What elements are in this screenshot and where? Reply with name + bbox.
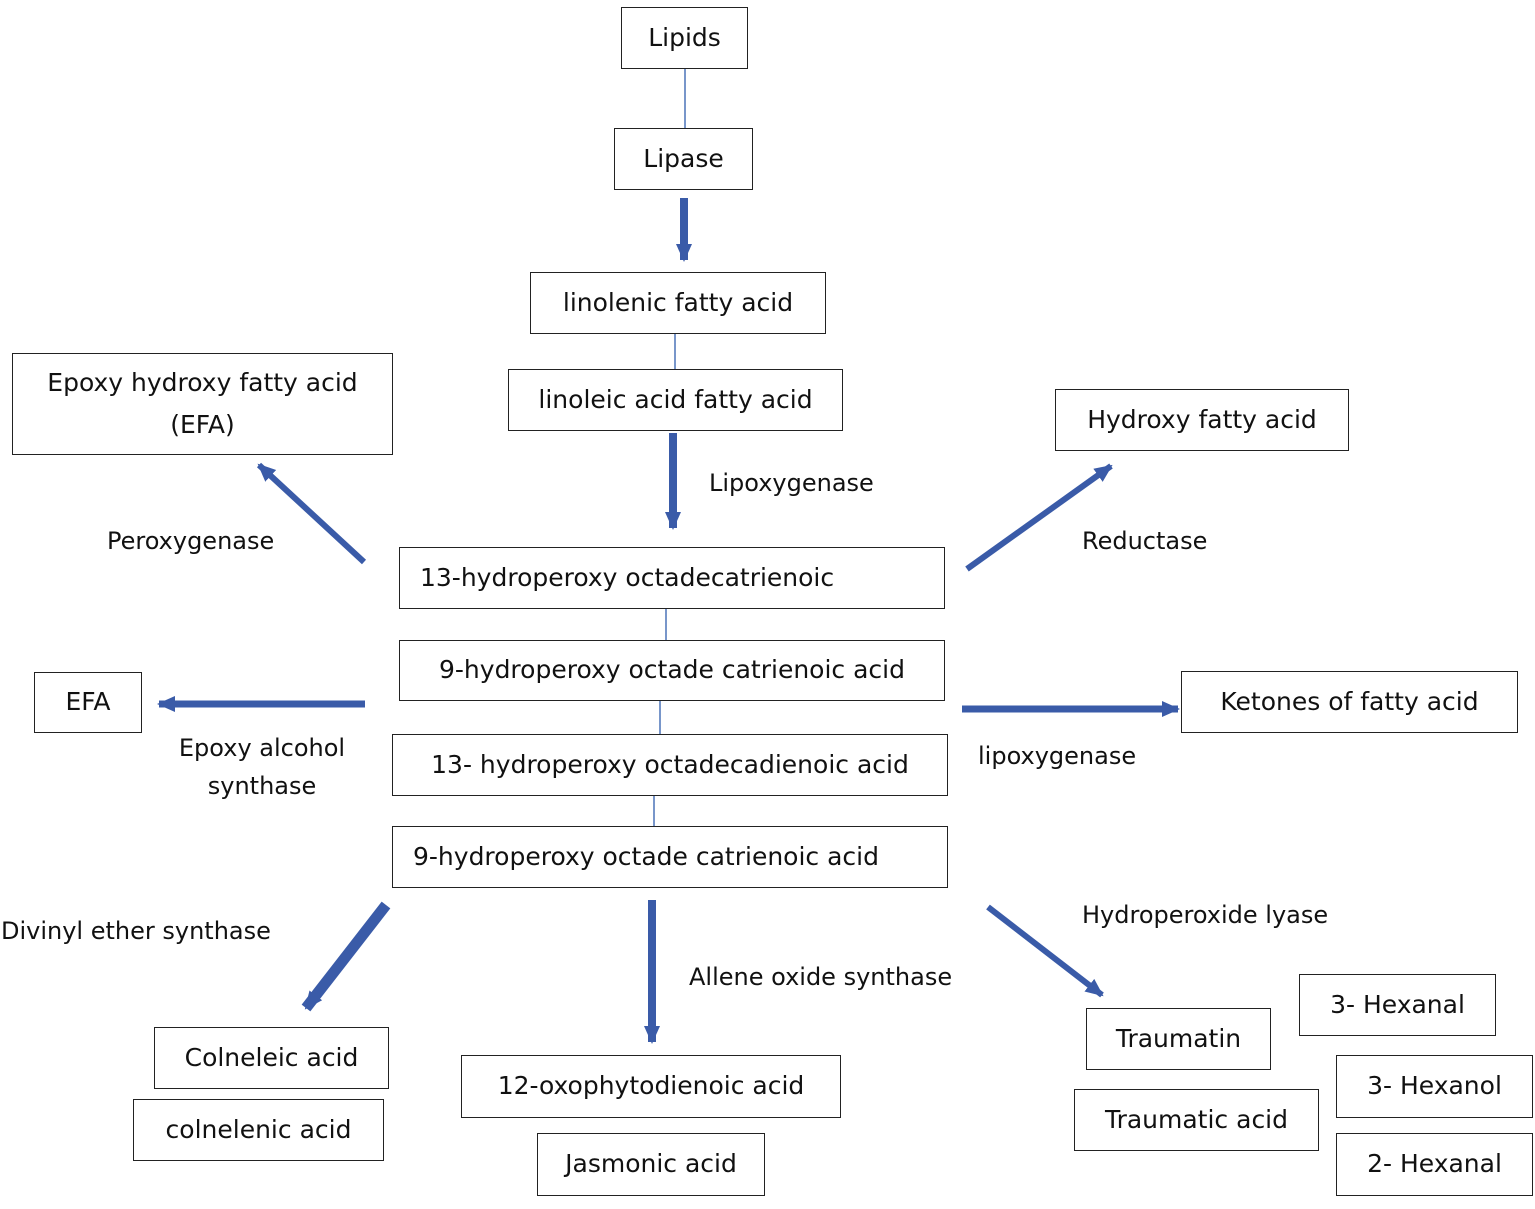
label-lipoxygenase: Lipoxygenase <box>709 469 874 497</box>
node-traumatin: Traumatin <box>1086 1008 1271 1070</box>
node-9-hydroperoxy-octadecatrienoic-acid: 9-hydroperoxy octade catrienoic acid <box>399 640 945 701</box>
arrow-hydroperoxide-lyase <box>986 904 1104 998</box>
label-epoxy-alcohol-synthase: Epoxy alcohol synthase <box>178 734 346 801</box>
node-13-hydroperoxy-octadecatrienoic: 13-hydroperoxy octadecatrienoic <box>399 547 945 609</box>
label-allene-oxide-synthase: Allene oxide synthase <box>689 963 953 991</box>
node-linoleic-acid-fatty-acid: linoleic acid fatty acid <box>508 369 843 431</box>
node-traumatic-acid: Traumatic acid <box>1074 1089 1319 1151</box>
label-divinyl-ether-synthase: Divinyl ether synthase <box>1 917 271 945</box>
arrow-divinyl-ether-synthase <box>301 901 391 1012</box>
node-9-hydroperoxy-octadecatrienoic-acid-2: 9-hydroperoxy octade catrienoic acid <box>392 826 948 888</box>
arrow-reductase <box>965 463 1113 572</box>
node-efa: EFA <box>34 672 142 733</box>
label-lipoxygenase-right: lipoxygenase <box>978 742 1137 770</box>
node-3-hexanal: 3- Hexanal <box>1299 974 1496 1036</box>
node-jasmonic-acid: Jasmonic acid <box>537 1133 765 1196</box>
node-linolenic-fatty-acid: linolenic fatty acid <box>530 272 826 334</box>
node-colnelenic-acid: colnelenic acid <box>133 1099 384 1161</box>
node-12-oxophytodienoic-acid: 12-oxophytodienoic acid <box>461 1055 841 1118</box>
node-3-hexanol: 3- Hexanol <box>1336 1055 1533 1118</box>
node-colneleic-acid: Colneleic acid <box>154 1027 389 1089</box>
node-hydroxy-fatty-acid: Hydroxy fatty acid <box>1055 389 1349 451</box>
label-peroxygenase: Peroxygenase <box>107 527 275 555</box>
label-hydroperoxide-lyase: Hydroperoxide lyase <box>1082 901 1329 929</box>
label-reductase: Reductase <box>1082 527 1208 555</box>
arrow-peroxygenase <box>256 462 367 565</box>
node-lipids: Lipids <box>621 7 748 69</box>
node-epoxy-hydroxy-fatty-acid: Epoxy hydroxy fatty acid (EFA) <box>12 353 393 455</box>
node-ketones-of-fatty-acid: Ketones of fatty acid <box>1181 671 1518 733</box>
node-2-hexanal: 2- Hexanal <box>1336 1133 1533 1196</box>
node-lipase: Lipase <box>614 128 753 190</box>
node-13-hydroperoxy-octadecadienoic-acid: 13- hydroperoxy octadecadienoic acid <box>392 734 948 796</box>
